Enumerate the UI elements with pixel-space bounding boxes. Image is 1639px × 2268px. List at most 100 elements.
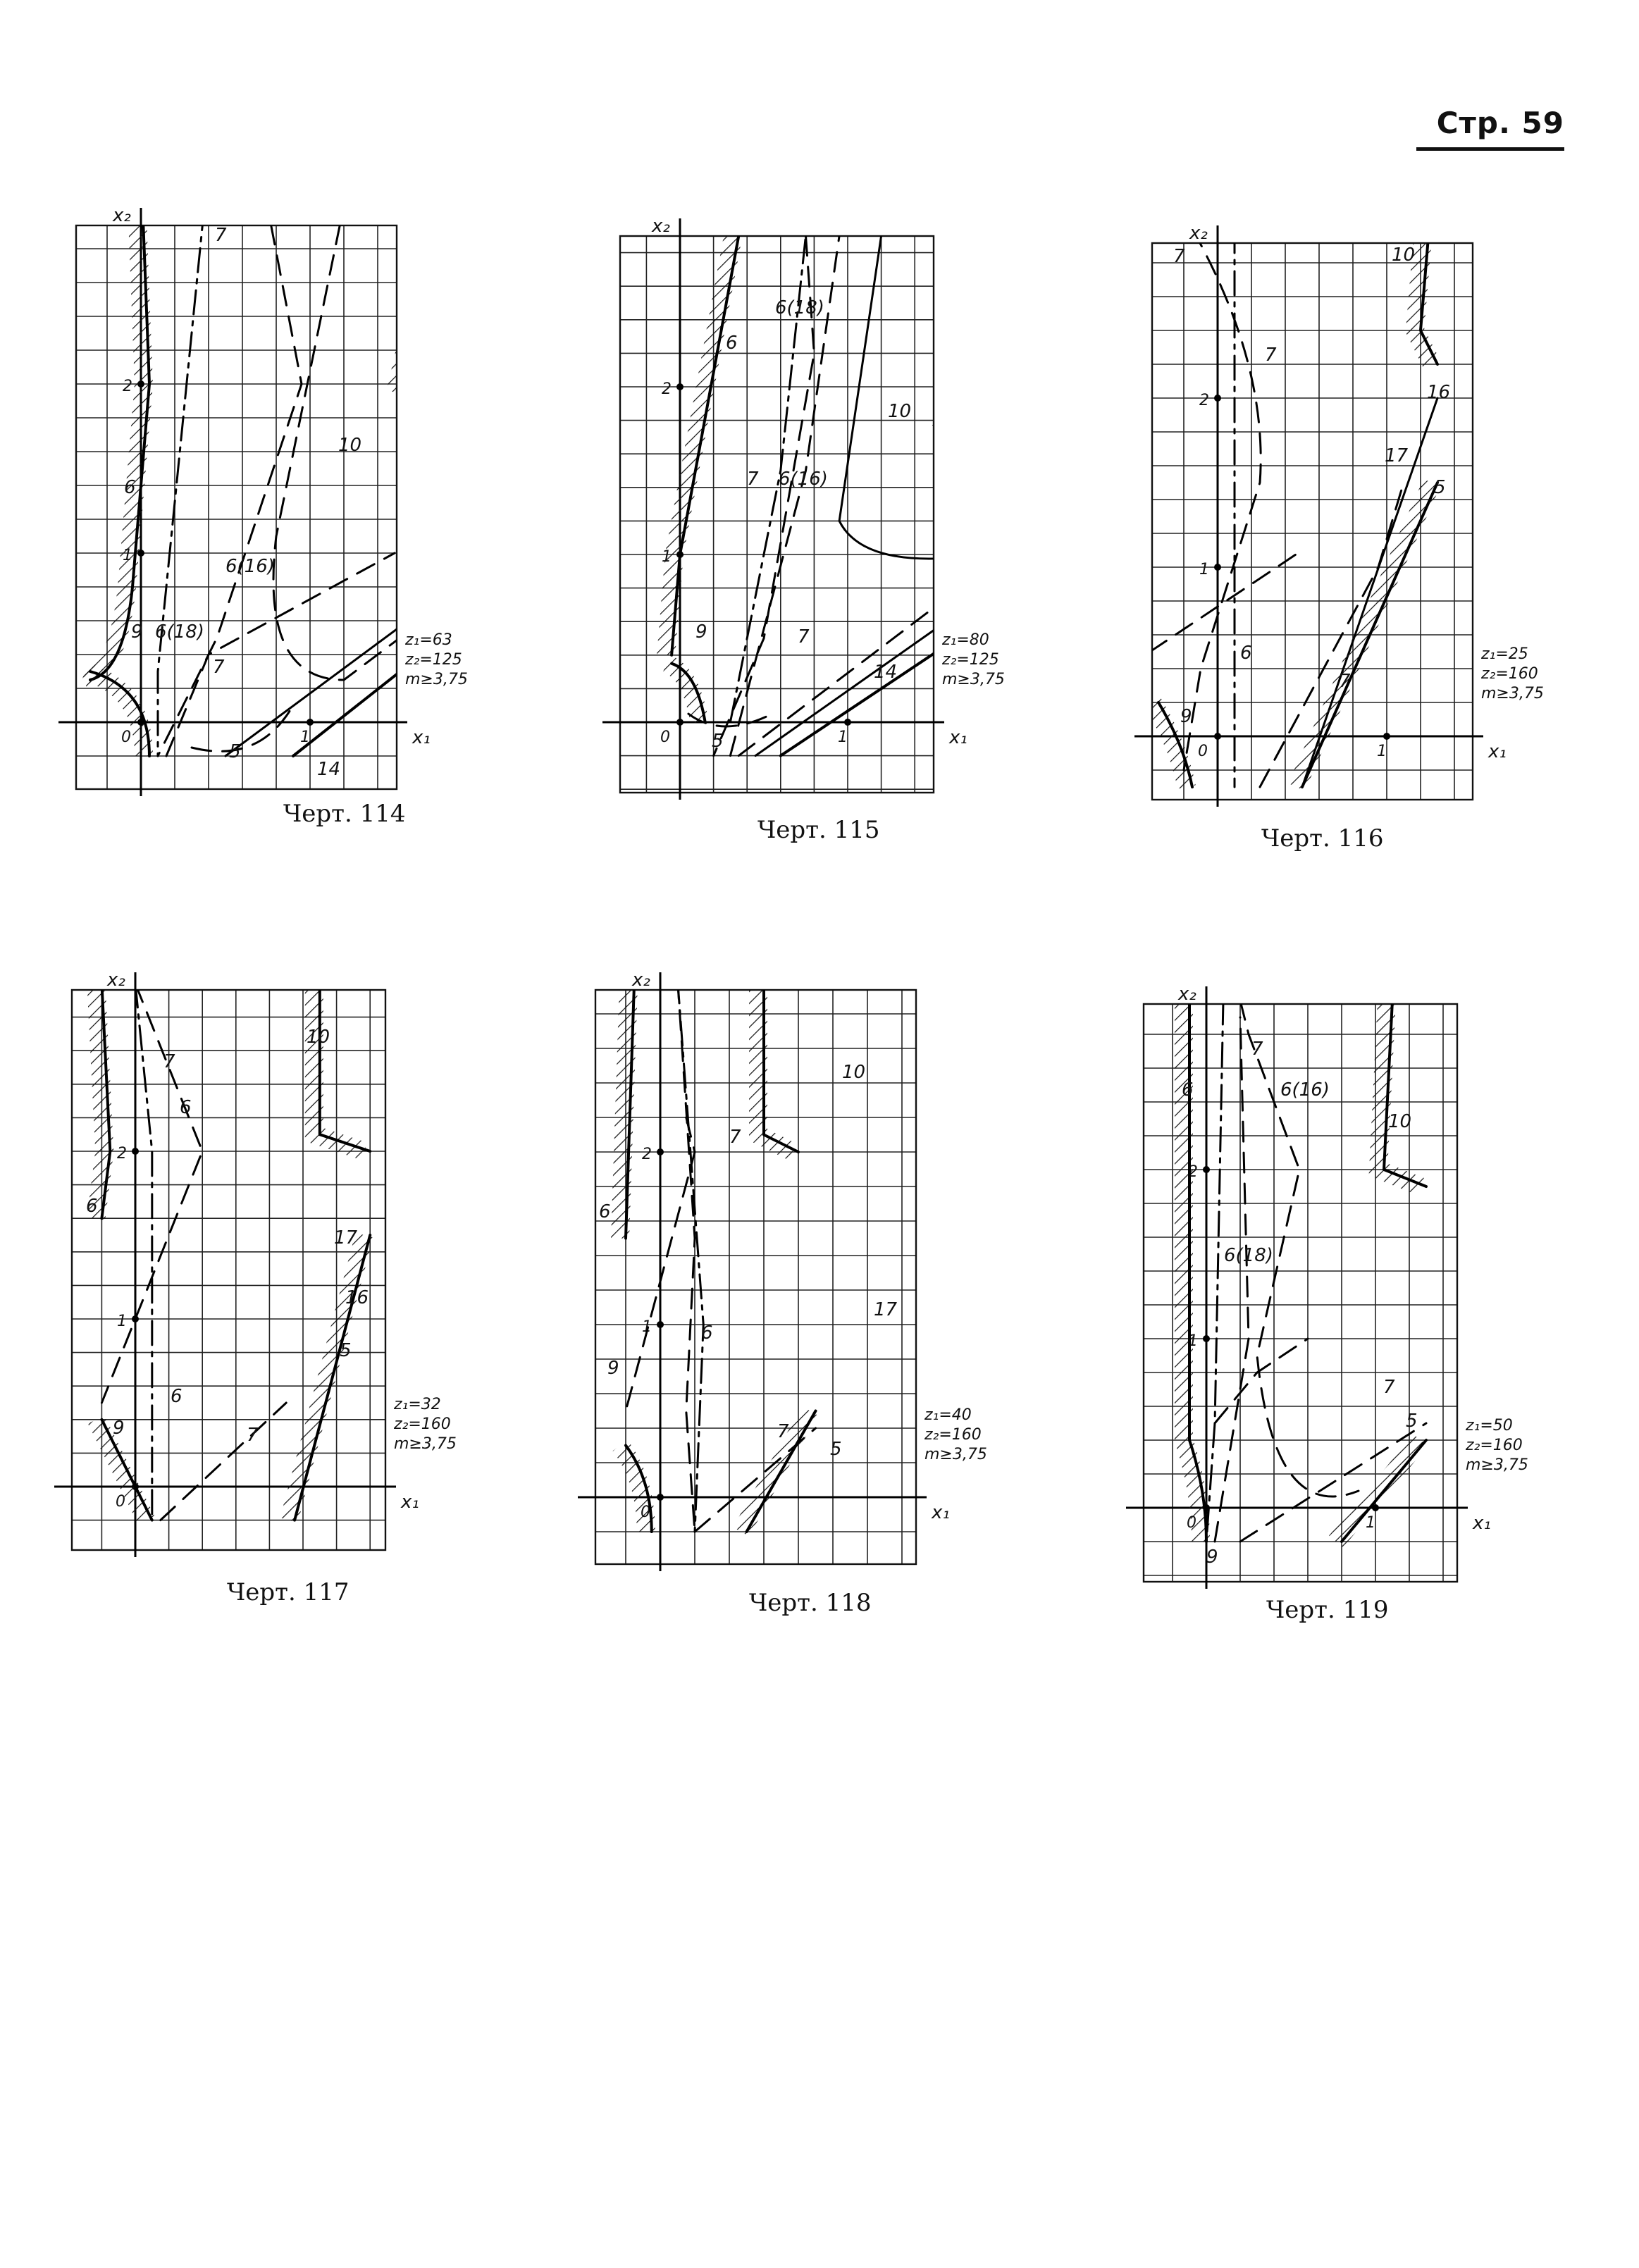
curve	[165, 552, 396, 757]
parameter-label: m≥3,75	[1466, 1456, 1528, 1474]
hatched-boundary	[1175, 1004, 1210, 1542]
curve	[100, 990, 112, 1220]
curve-label: 17	[334, 1227, 358, 1248]
parameter-label: z₂=160	[1480, 665, 1538, 683]
curve-label: 6	[180, 1097, 192, 1118]
curve-label: 6	[1182, 1079, 1194, 1101]
parameter-label: m≥3,75	[942, 671, 1005, 688]
hatched-boundary	[1288, 478, 1440, 791]
reference-point	[676, 383, 684, 390]
curve	[1340, 1439, 1428, 1543]
curve-label: 7	[729, 1127, 741, 1148]
tick-label: 1	[117, 1313, 127, 1330]
curve-label: 6	[726, 333, 738, 354]
plot-frame	[75, 224, 398, 791]
curve-label: 7	[247, 1425, 259, 1446]
curve	[762, 990, 800, 1153]
curve-label: 5	[229, 741, 241, 762]
reference-point	[657, 1321, 664, 1328]
curve-label: 10	[888, 401, 911, 422]
header-rule	[1416, 147, 1564, 151]
curve	[779, 652, 934, 757]
reference-point	[844, 719, 851, 726]
origin-point	[676, 719, 684, 726]
curves	[87, 990, 373, 1525]
curve-label: 5	[712, 731, 724, 752]
figure-caption: Черт. 114	[283, 800, 406, 828]
x-axis-label: x₁	[931, 1502, 950, 1523]
parameter-label: m≥3,75	[405, 671, 468, 688]
curve	[624, 1116, 696, 1412]
curve-label: 16	[1427, 382, 1450, 403]
curve	[224, 628, 397, 757]
figure-caption: Черт. 119	[1266, 1596, 1389, 1624]
curve-label: 6	[1240, 643, 1252, 664]
tick-label: 1	[642, 1318, 652, 1336]
curve-label: 5	[1434, 477, 1446, 498]
hatched-boundary	[749, 990, 797, 1160]
parameter-label: m≥3,75	[924, 1446, 987, 1463]
tick-label: 1	[838, 729, 848, 746]
tick-label: 2	[1199, 392, 1209, 409]
reference-point	[137, 550, 144, 557]
curves	[1152, 243, 1440, 791]
curve-label: 14	[317, 759, 340, 780]
curve	[292, 672, 397, 757]
y-axis-label: x₂	[1177, 984, 1196, 1005]
y-axis-label: x₂	[1189, 223, 1208, 244]
curve	[272, 225, 397, 681]
curve-label: 17	[1385, 445, 1409, 466]
plot-frame	[1151, 242, 1474, 801]
x-axis-label: x₁	[1472, 1513, 1491, 1534]
reference-point	[1203, 1335, 1210, 1342]
hatched-boundary	[611, 990, 638, 1239]
y-axis-label: x₂	[651, 216, 670, 237]
x-axis-label: x₁	[412, 727, 431, 748]
curve-label: 6(16)	[225, 556, 275, 577]
curve-label: 6	[86, 1196, 98, 1217]
hatched-boundary	[1368, 1004, 1424, 1196]
tick-label: 1	[1377, 743, 1387, 760]
curve	[1152, 549, 1304, 652]
parameter-label: z₁=25	[1480, 645, 1528, 663]
curve	[838, 236, 934, 560]
hatched-boundary	[733, 1406, 818, 1537]
curve	[1188, 1004, 1208, 1543]
hatched-boundary	[304, 990, 368, 1160]
curve-label: 7	[215, 225, 227, 246]
curve-label: 17	[874, 1299, 898, 1320]
curve	[624, 990, 636, 1240]
curve-label: 7	[1339, 671, 1351, 692]
curve	[1239, 1004, 1360, 1498]
hatched-boundary	[1329, 1434, 1428, 1548]
reference-point	[657, 1148, 664, 1155]
curve	[754, 628, 934, 757]
curve-label: 5	[830, 1439, 842, 1460]
curve-label: 14	[874, 662, 897, 683]
curve	[670, 236, 741, 657]
curve-label: 6	[701, 1322, 713, 1344]
tick-label: 2	[123, 378, 132, 395]
page-number: Стр. 59	[1436, 106, 1564, 140]
y-axis-label: x₂	[106, 969, 125, 991]
curve-label: 5	[1406, 1411, 1418, 1432]
curves	[1175, 1004, 1428, 1548]
parameter-label: z₁=80	[941, 631, 989, 649]
curve-label: 10	[338, 435, 361, 456]
curve	[1383, 1004, 1428, 1188]
curve-label: 9	[1180, 706, 1192, 727]
curve-label: 6	[124, 477, 136, 498]
curve	[624, 1444, 653, 1533]
curve	[156, 225, 204, 757]
reference-point	[1383, 733, 1390, 740]
curve-label: 7	[747, 469, 759, 490]
curves	[611, 990, 818, 1537]
hatched-boundary	[82, 662, 153, 757]
curve-label: 7	[1251, 1039, 1263, 1060]
curve-label: 9	[1206, 1547, 1218, 1568]
curve-label: 7	[777, 1421, 789, 1442]
curve	[1213, 1016, 1250, 1543]
